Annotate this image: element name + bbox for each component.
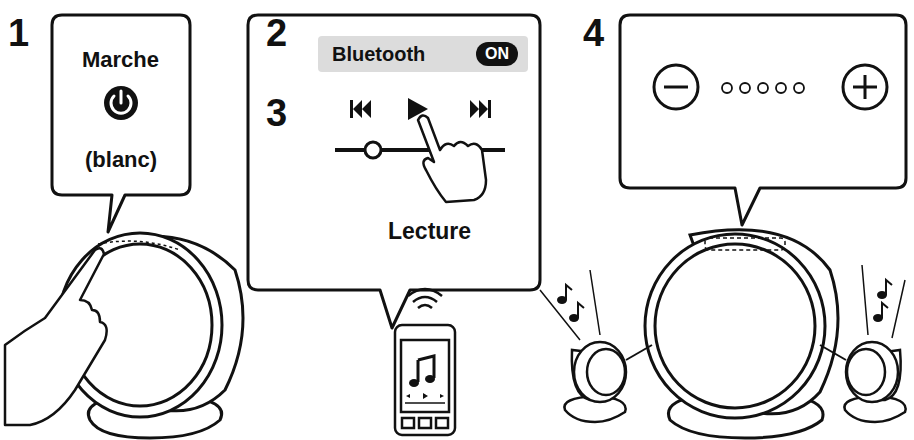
speaker <box>645 230 838 438</box>
callout-bubble: Marche (blanc) <box>52 15 190 195</box>
node-text: Marche <box>82 47 159 73</box>
power-icon <box>104 86 138 120</box>
callout-bubble: Lecture Bluetooth ON <box>248 15 540 290</box>
node-text: Bluetooth <box>332 43 425 66</box>
setting-band: Bluetooth ON <box>318 36 528 72</box>
volume-controls <box>654 65 887 109</box>
node-text: (blanc) <box>85 147 157 173</box>
step-number: 1 <box>8 12 29 55</box>
node-text: Lecture <box>388 218 471 245</box>
on-pill: ON <box>476 42 518 66</box>
step-number: 3 <box>266 92 287 135</box>
step-number: 4 <box>583 12 604 55</box>
node-text: ON <box>485 45 509 63</box>
step-number: 2 <box>266 12 287 55</box>
